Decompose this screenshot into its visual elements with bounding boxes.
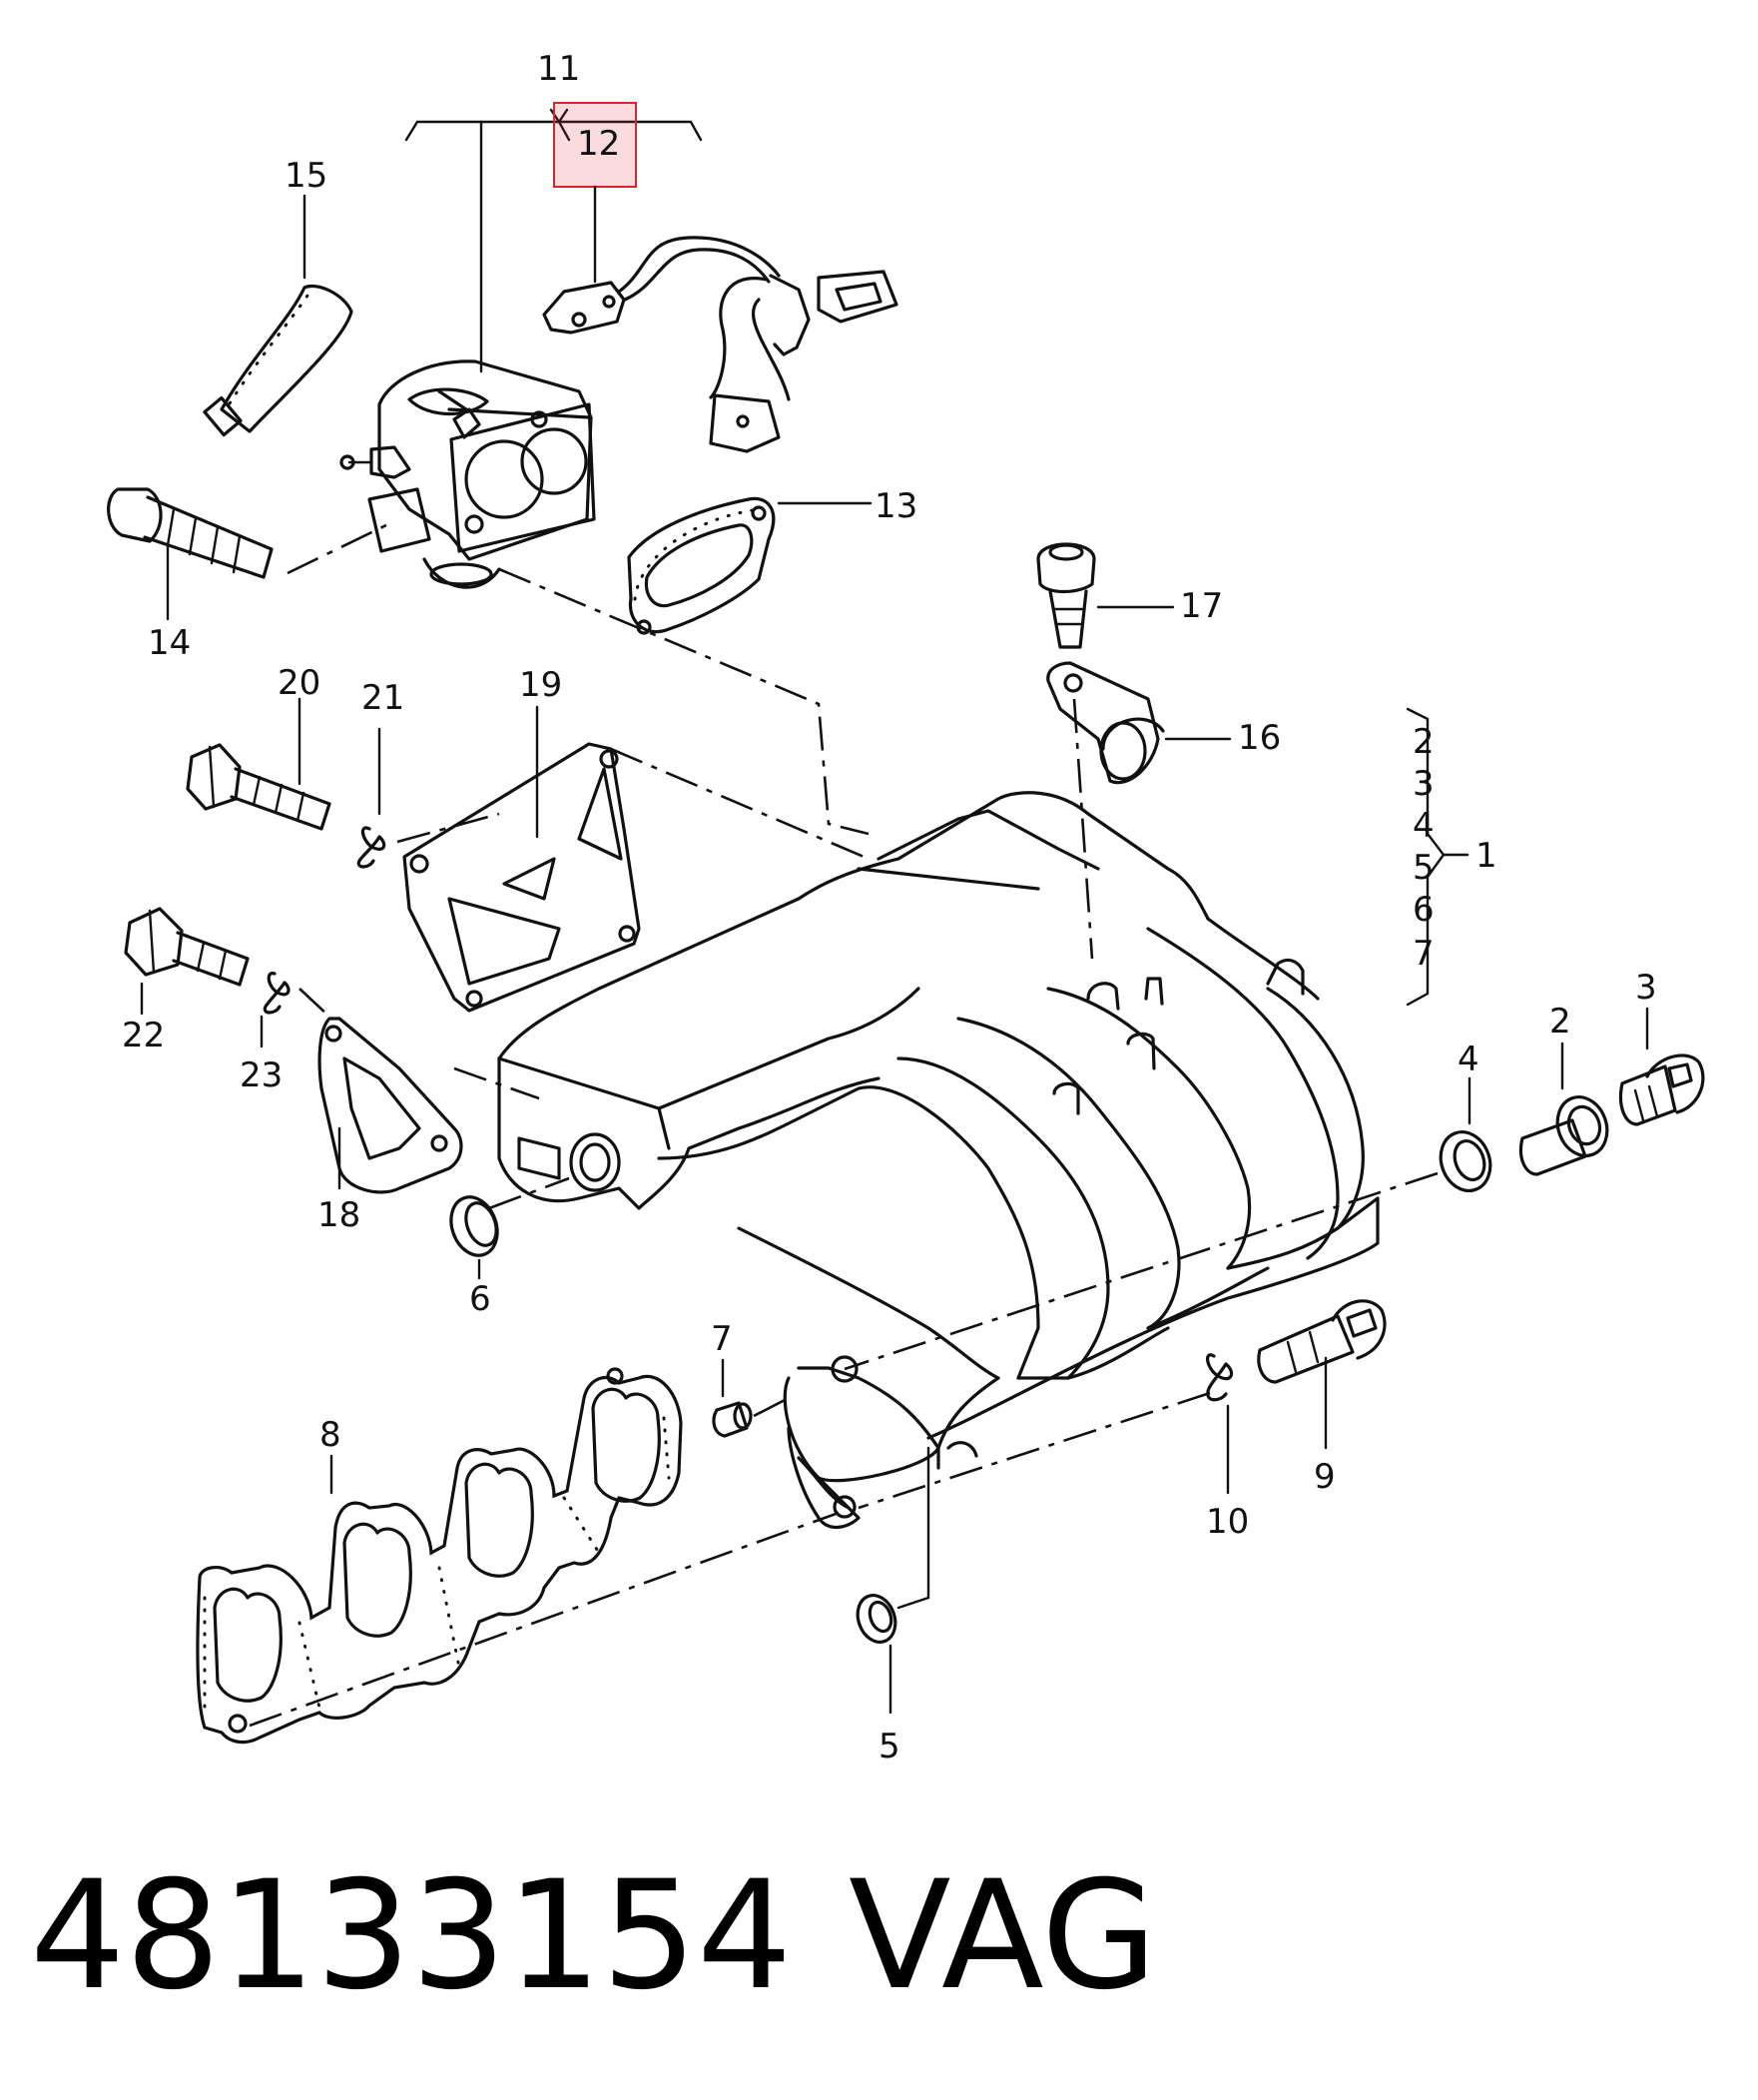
callout-list-2: 2 (1413, 722, 1435, 762)
callout-6: 6 (469, 1279, 491, 1319)
callout-4: 4 (1458, 1040, 1479, 1079)
callout-5: 5 (879, 1727, 900, 1766)
part-21-washer[interactable] (356, 727, 500, 869)
part-5-plug[interactable] (852, 1446, 930, 1715)
callout-18: 18 (317, 1195, 360, 1235)
caption: 48133154 VAG (30, 1849, 1157, 2023)
callout-1: 1 (1475, 836, 1497, 876)
part-12-sensor-harness[interactable] (542, 236, 898, 453)
part-14-long-bolt[interactable] (107, 487, 395, 621)
callout-2: 2 (1549, 1002, 1571, 1042)
callout-22: 22 (122, 1016, 165, 1055)
callout-list-3: 3 (1413, 764, 1435, 804)
callout-12: 12 (577, 124, 620, 164)
part-11-throttle-body[interactable] (339, 359, 596, 589)
callout-list-6: 6 (1413, 890, 1435, 930)
part-16-bracket[interactable] (1046, 661, 1232, 960)
callout-10: 10 (1206, 1502, 1249, 1542)
part-7-stud[interactable] (712, 1358, 790, 1438)
bracket-11 (404, 108, 703, 373)
highlight-box-12[interactable] (553, 102, 637, 188)
part-15-strap[interactable] (203, 194, 353, 437)
bracket-1 (1406, 707, 1469, 1007)
leader-bracket19 (610, 747, 870, 861)
part-17-bolt[interactable] (1036, 542, 1175, 649)
part-19-bracket[interactable] (402, 705, 641, 1013)
brand-name: VAG (849, 1849, 1157, 2023)
part-9-bolt[interactable] (1257, 1299, 1387, 1450)
callout-7: 7 (711, 1319, 733, 1359)
part-23-washer[interactable] (260, 972, 330, 1049)
callout-3: 3 (1635, 968, 1657, 1008)
callout-15: 15 (285, 156, 327, 196)
intake-manifold[interactable] (497, 791, 1380, 1529)
leader-throttle-to-manifold (498, 567, 870, 836)
callout-20: 20 (278, 663, 320, 703)
part-number: 48133154 (30, 1849, 792, 2023)
part-10-washer[interactable] (858, 1353, 1234, 1510)
callout-labels: 11 12 15 13 14 17 16 20 21 19 2 3 4 5 6 … (122, 49, 1657, 1766)
callout-13: 13 (875, 486, 917, 526)
callout-19: 19 (519, 665, 562, 705)
callout-21: 21 (361, 678, 404, 718)
callout-17: 17 (1180, 586, 1223, 626)
part-3-plug-bolt[interactable] (1618, 1007, 1705, 1126)
callout-11: 11 (537, 49, 580, 89)
callout-8: 8 (319, 1415, 341, 1455)
callout-23: 23 (240, 1055, 283, 1095)
leader-plug6 (488, 1176, 570, 1210)
callout-list-7: 7 (1413, 934, 1435, 974)
part-20-bolt[interactable] (186, 697, 331, 831)
part-8-gasket[interactable] (196, 1367, 840, 1745)
part-4-seal-ring[interactable] (844, 1076, 1498, 1371)
callout-list-5: 5 (1413, 848, 1435, 888)
part-22-bolt[interactable] (124, 907, 250, 1016)
part-6-plug[interactable] (443, 1190, 505, 1280)
callout-14: 14 (148, 623, 191, 663)
callout-9: 9 (1314, 1457, 1336, 1497)
callout-list-4: 4 (1413, 806, 1435, 846)
part-13-gasket[interactable] (627, 496, 873, 635)
part-2-sleeve[interactable] (1518, 1042, 1614, 1176)
leader-bracket18 (453, 1066, 540, 1100)
callout-16: 16 (1238, 718, 1281, 758)
part-18-bracket[interactable] (317, 1017, 463, 1194)
